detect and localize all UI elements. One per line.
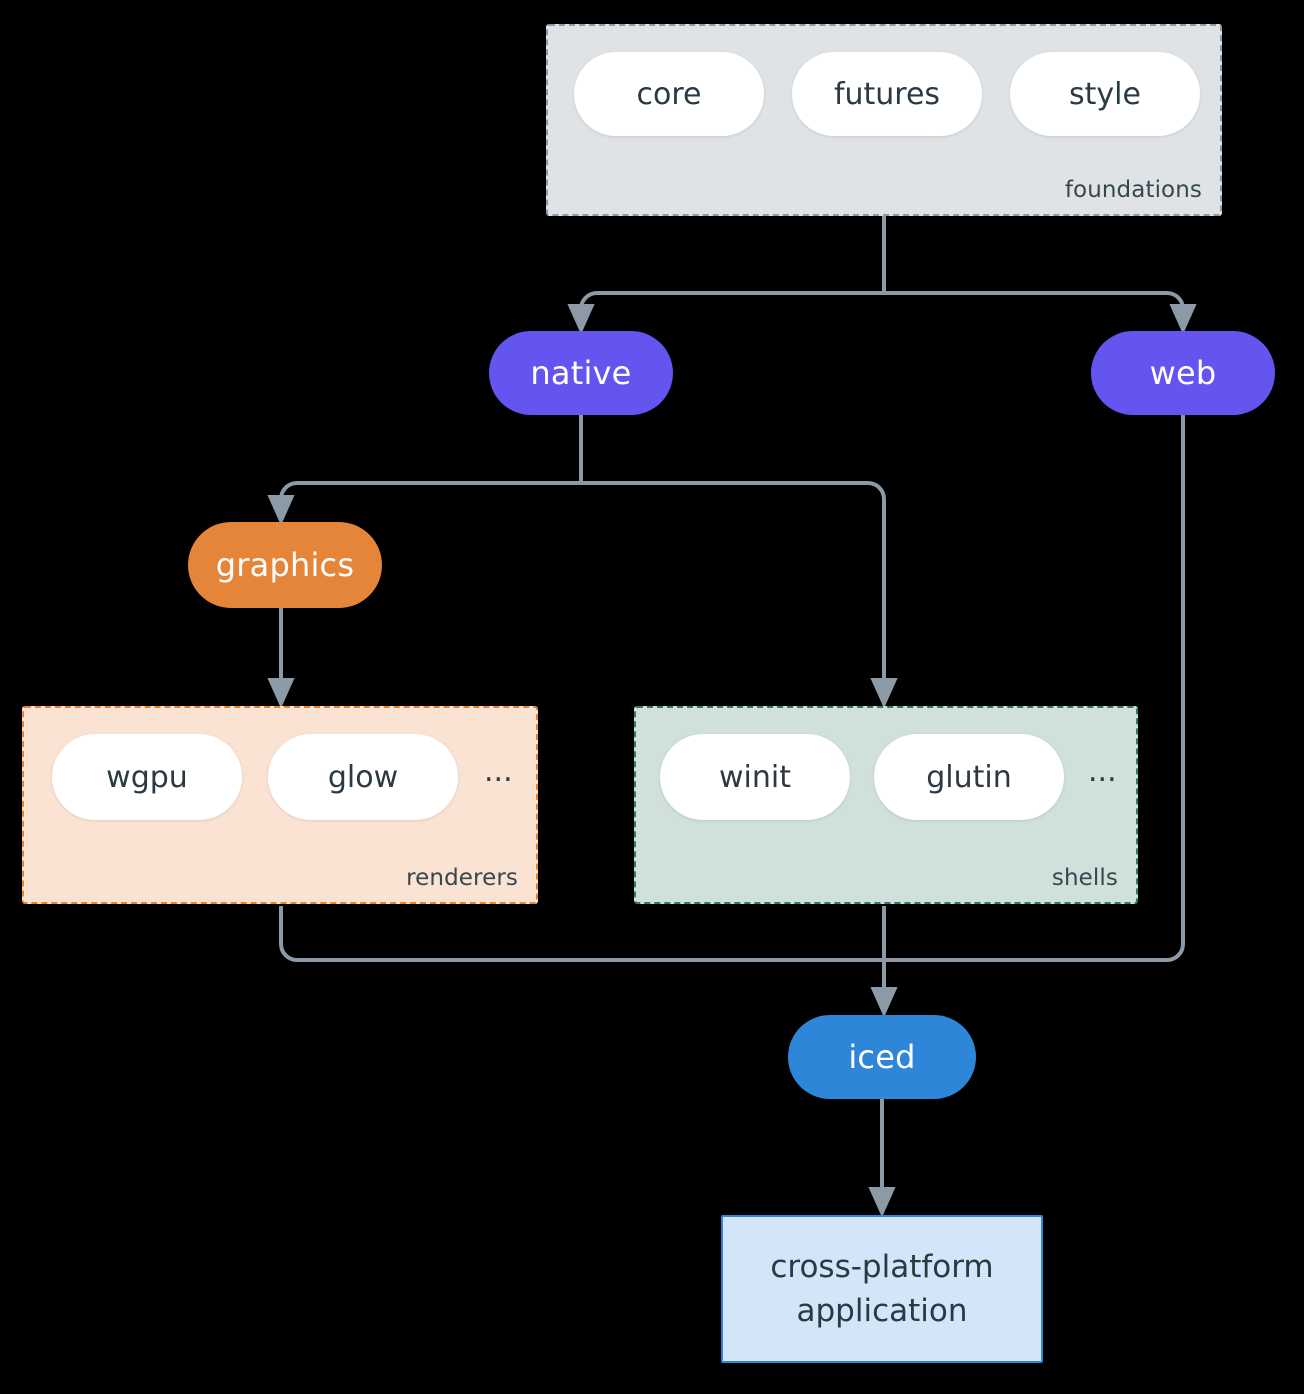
node-web-label: web: [1149, 354, 1217, 392]
node-graphics-label: graphics: [215, 546, 355, 584]
app-line-2: application: [796, 1293, 968, 1329]
group-renderers: wgpu glow ... renderers: [22, 706, 538, 904]
group-label-foundations: foundations: [1064, 177, 1202, 203]
renderers-items: wgpu glow ...: [52, 734, 518, 820]
group-shells: winit glutin ... shells: [634, 706, 1138, 904]
chip-core[interactable]: core: [574, 52, 764, 136]
edge-native-graphics: [267, 481, 581, 526]
chip-glutin[interactable]: glutin: [874, 734, 1064, 820]
group-label-shells: shells: [1051, 865, 1118, 891]
node-web[interactable]: web: [1091, 331, 1275, 415]
edge-foundations-native: [567, 291, 884, 335]
edge-native-shells: [581, 481, 898, 709]
chip-wgpu[interactable]: wgpu: [52, 734, 242, 820]
shells-ellipsis: ...: [1088, 754, 1117, 789]
node-cross-platform-application[interactable]: cross-platform application: [721, 1215, 1043, 1363]
chip-style[interactable]: style: [1010, 52, 1200, 136]
renderers-ellipsis: ...: [484, 754, 513, 789]
foundations-items: core futures style: [574, 52, 1202, 136]
node-native-label: native: [530, 354, 632, 392]
edge-foundations-web: [884, 291, 1197, 335]
node-graphics[interactable]: graphics: [188, 522, 382, 608]
node-iced-label: iced: [848, 1038, 916, 1076]
node-native[interactable]: native: [489, 331, 673, 415]
chip-winit[interactable]: winit: [660, 734, 850, 820]
app-line-1: cross-platform: [770, 1248, 994, 1285]
chip-futures[interactable]: futures: [792, 52, 982, 136]
group-label-renderers: renderers: [406, 865, 518, 891]
shells-items: winit glutin ...: [660, 734, 1118, 820]
node-iced[interactable]: iced: [788, 1015, 976, 1099]
edge-renderers-iced: [279, 906, 884, 962]
group-foundations: core futures style foundations: [546, 24, 1222, 216]
chip-glow[interactable]: glow: [268, 734, 458, 820]
